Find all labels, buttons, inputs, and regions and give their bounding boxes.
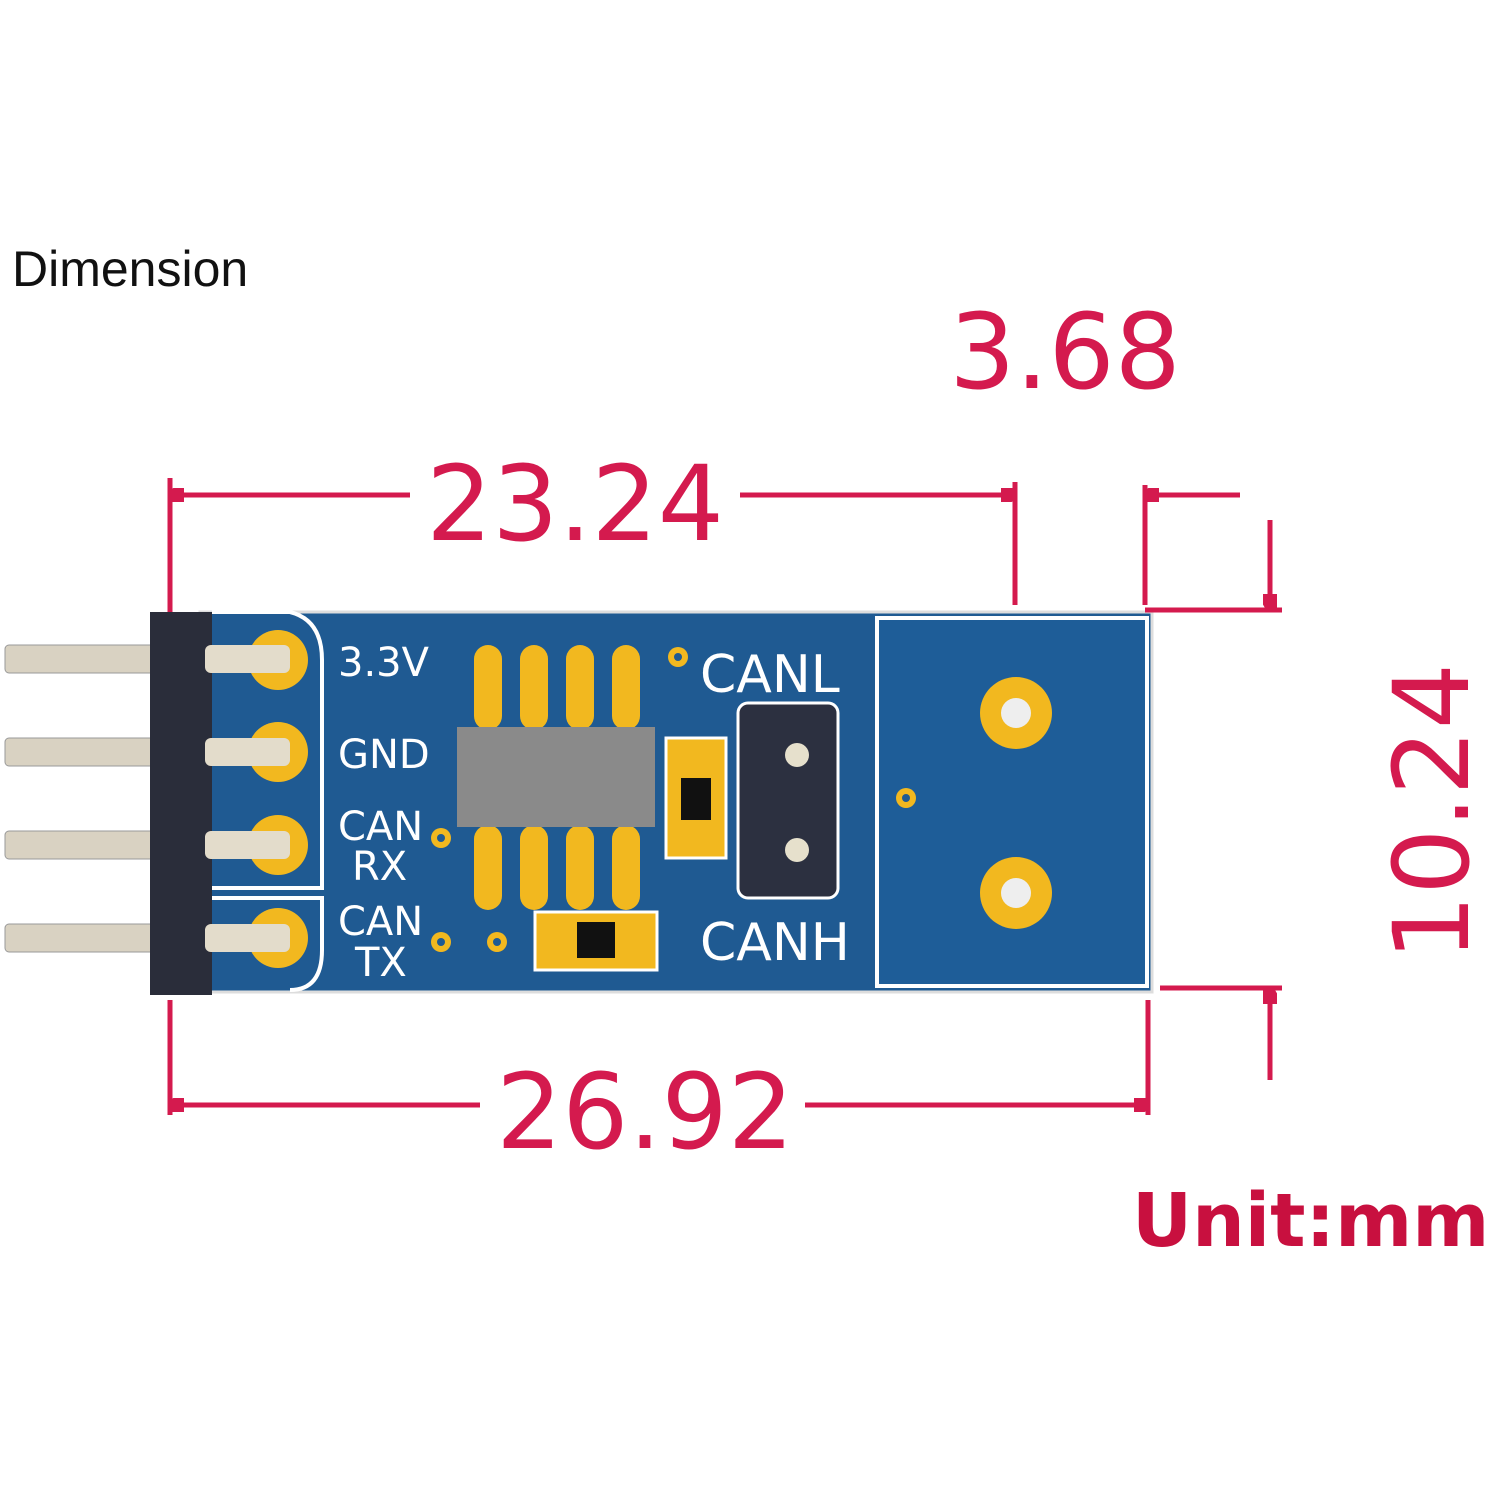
mounting-holes (980, 677, 1052, 929)
connector-area (875, 616, 1149, 988)
label-3v3: 3.3V (338, 640, 430, 686)
label-canh: CANH (700, 913, 850, 973)
dim-23-24: 23.24 (426, 443, 724, 565)
unit-label: Unit:mm (1132, 1178, 1490, 1264)
pin-pads (205, 630, 308, 968)
dim-10-24: 10.24 (1371, 663, 1493, 961)
label-can-tx-1: CAN (338, 899, 423, 945)
label-gnd: GND (338, 732, 430, 778)
label-can-tx-2: TX (354, 940, 407, 986)
label-canl: CANL (700, 645, 840, 705)
dimension-lines (167, 478, 1282, 1115)
header-housing (150, 612, 212, 995)
label-can-rx-2: RX (352, 844, 407, 890)
dim-26-92: 26.92 (496, 1051, 794, 1173)
label-can-rx-1: CAN (338, 804, 423, 850)
ic-chip (457, 645, 655, 910)
smd-components (533, 701, 840, 972)
dim-3-68: 3.68 (949, 291, 1181, 413)
diagram-title: Dimension (12, 241, 249, 297)
